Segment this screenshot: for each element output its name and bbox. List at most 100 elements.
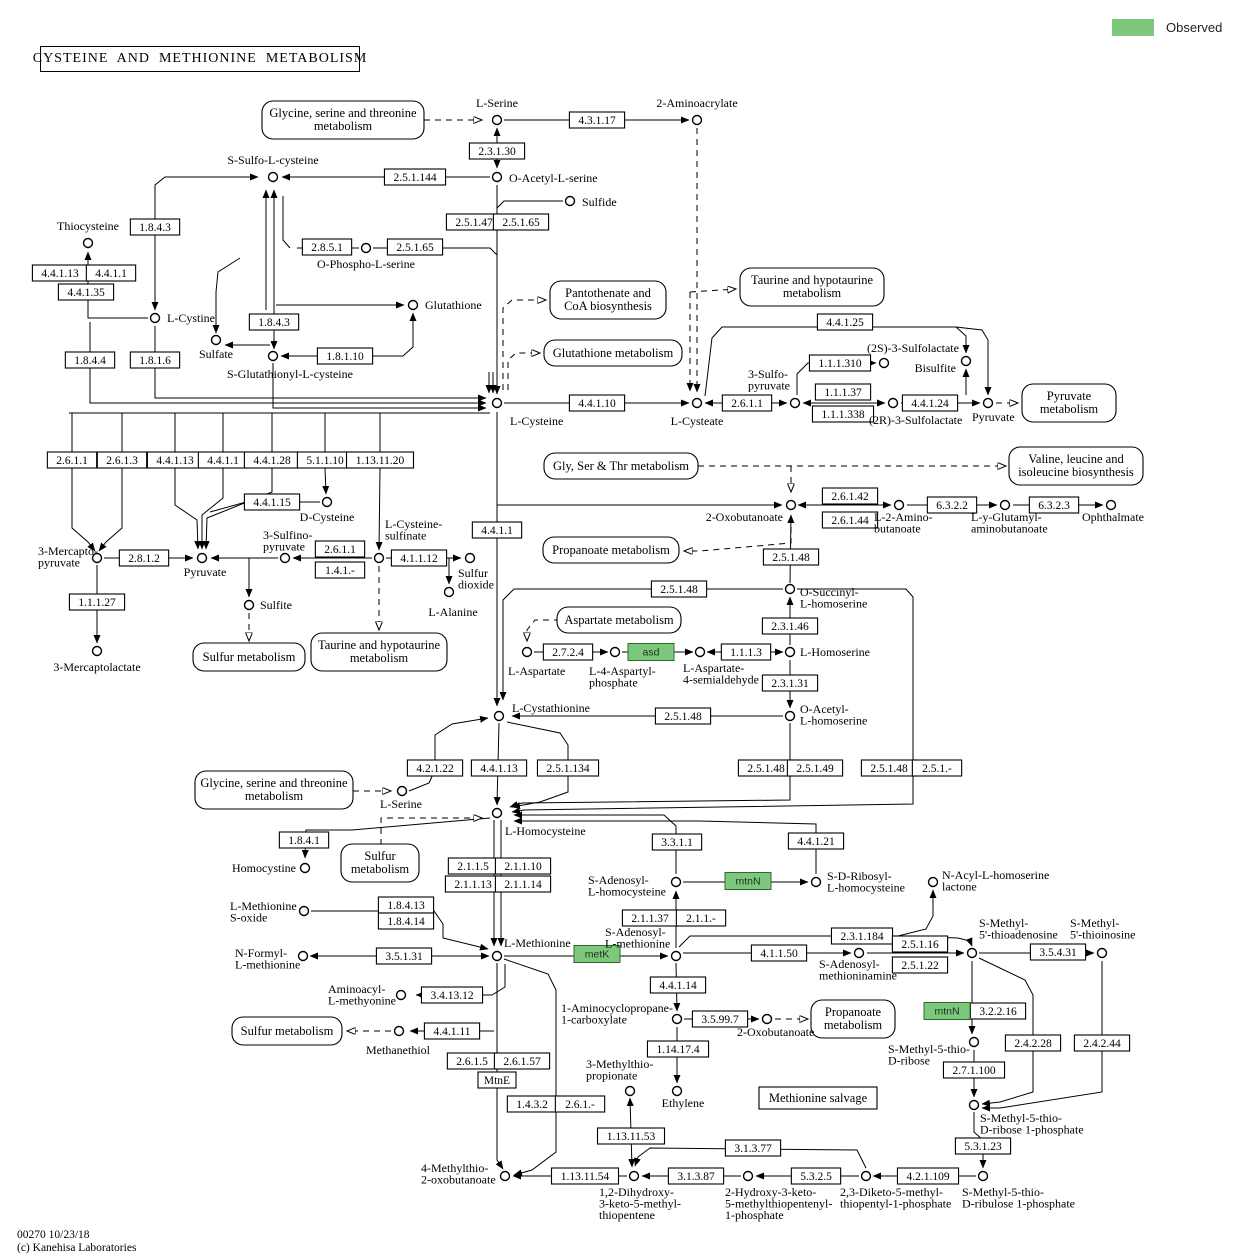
ec-box[interactable]: 1.8.4.14 bbox=[377, 912, 435, 930]
pathway-link-box[interactable]: Propanoate metabolism bbox=[542, 536, 680, 564]
ec-box[interactable]: 2.6.1.1 bbox=[314, 540, 366, 558]
compound-node[interactable] bbox=[243, 599, 255, 611]
ec-box[interactable]: 4.4.1.35 bbox=[57, 283, 115, 301]
compound-node[interactable] bbox=[624, 1085, 636, 1097]
ec-box[interactable]: 4.4.1.13 bbox=[146, 451, 204, 469]
compound-node[interactable] bbox=[968, 1036, 980, 1048]
ec-box[interactable]: 2.1.1.37 bbox=[621, 909, 679, 927]
compound-node[interactable] bbox=[893, 499, 905, 511]
ec-box[interactable]: 2.3.1.46 bbox=[761, 617, 819, 635]
compound-node[interactable] bbox=[321, 496, 333, 508]
compound-node[interactable] bbox=[395, 989, 407, 1001]
compound-node[interactable] bbox=[977, 1170, 989, 1182]
compound-node[interactable] bbox=[443, 586, 455, 598]
ec-box[interactable]: 4.2.1.22 bbox=[406, 759, 464, 777]
compound-node[interactable] bbox=[671, 1085, 683, 1097]
compound-node[interactable] bbox=[670, 950, 682, 962]
compound-node[interactable] bbox=[297, 950, 309, 962]
compound-node[interactable] bbox=[210, 334, 222, 346]
compound-node[interactable] bbox=[267, 171, 279, 183]
compound-node[interactable] bbox=[1096, 947, 1108, 959]
ec-box[interactable]: 3.1.3.87 bbox=[667, 1167, 725, 1185]
pathway-link-box[interactable]: Gly, Ser & Thr metabolism bbox=[543, 452, 699, 480]
compound-node[interactable] bbox=[860, 1170, 872, 1182]
ec-box[interactable]: 2.1.1.- bbox=[675, 909, 727, 927]
compound-node[interactable] bbox=[761, 1013, 773, 1025]
ec-box[interactable]: 2.6.1.1 bbox=[46, 451, 98, 469]
compound-node[interactable] bbox=[491, 950, 503, 962]
ec-box[interactable]: 2.5.1.- bbox=[911, 759, 963, 777]
ec-box[interactable]: 1.4.1.- bbox=[314, 561, 366, 579]
compound-node[interactable] bbox=[149, 312, 161, 324]
ec-box[interactable]: 1.8.4.3 bbox=[248, 313, 300, 331]
compound-node[interactable] bbox=[927, 876, 939, 888]
compound-node[interactable] bbox=[564, 195, 576, 207]
ec-box[interactable]: 2.5.1.22 bbox=[891, 956, 949, 974]
ec-box[interactable]: 3.5.1.31 bbox=[375, 947, 433, 965]
ec-box[interactable]: 3.1.3.77 bbox=[724, 1139, 782, 1157]
ec-box[interactable]: 2.7.2.4 bbox=[542, 643, 594, 661]
ec-box[interactable]: 1.1.1.27 bbox=[68, 593, 126, 611]
compound-node[interactable] bbox=[299, 862, 311, 874]
ec-box[interactable]: 4.4.1.1 bbox=[471, 521, 523, 539]
compound-node[interactable] bbox=[298, 905, 310, 917]
ec-box[interactable]: 2.4.2.28 bbox=[1004, 1034, 1062, 1052]
compound-node[interactable] bbox=[491, 114, 503, 126]
ec-box[interactable]: 1.13.11.20 bbox=[345, 451, 415, 469]
compound-node[interactable] bbox=[887, 397, 899, 409]
compound-node[interactable] bbox=[91, 552, 103, 564]
compound-node[interactable] bbox=[393, 1025, 405, 1037]
ec-box[interactable]: 2.5.1.47 bbox=[445, 213, 503, 231]
ec-box[interactable]: 1.1.1.310 bbox=[808, 354, 872, 372]
ec-box[interactable]: 2.3.1.31 bbox=[761, 674, 819, 692]
compound-node[interactable] bbox=[491, 807, 503, 819]
ec-box[interactable]: 2.1.1.10 bbox=[494, 857, 552, 875]
compound-node[interactable] bbox=[396, 785, 408, 797]
ec-box[interactable]: 4.4.1.25 bbox=[816, 313, 874, 331]
compound-node[interactable] bbox=[491, 397, 503, 409]
ec-box[interactable]: 2.6.1.42 bbox=[821, 487, 879, 505]
pathway-link-box[interactable]: Methionine salvage bbox=[758, 1086, 878, 1110]
ec-box[interactable]: 2.3.1.184 bbox=[830, 927, 894, 945]
ec-box[interactable]: 2.1.1.13 bbox=[444, 875, 502, 893]
ec-box[interactable]: 1.8.4.3 bbox=[129, 218, 181, 236]
ec-box[interactable]: 5.3.2.5 bbox=[790, 1167, 842, 1185]
compound-node[interactable] bbox=[742, 1170, 754, 1182]
compound-node[interactable] bbox=[464, 552, 476, 564]
ec-box[interactable]: 2.1.1.5 bbox=[447, 857, 499, 875]
ec-box[interactable]: 4.4.1.13 bbox=[31, 264, 89, 282]
ec-box[interactable]: 4.4.1.14 bbox=[649, 976, 707, 994]
ec-box[interactable]: 4.4.1.15 bbox=[243, 493, 301, 511]
compound-node[interactable] bbox=[691, 114, 703, 126]
compound-node[interactable] bbox=[1105, 499, 1117, 511]
compound-node[interactable] bbox=[960, 355, 972, 367]
ec-box[interactable]: 2.4.2.44 bbox=[1073, 1034, 1131, 1052]
ec-box[interactable]: 2.5.1.48 bbox=[654, 707, 712, 725]
compound-node[interactable] bbox=[82, 237, 94, 249]
compound-node[interactable] bbox=[407, 299, 419, 311]
ec-box[interactable]: 2.3.1.30 bbox=[468, 142, 526, 160]
compound-node[interactable] bbox=[999, 499, 1011, 511]
ec-box[interactable]: 2.1.1.14 bbox=[494, 875, 552, 893]
ec-box[interactable]: 5.3.1.23 bbox=[954, 1137, 1012, 1155]
ec-box[interactable]: 2.5.1.49 bbox=[786, 759, 844, 777]
ec-box[interactable]: 4.4.1.11 bbox=[423, 1022, 481, 1040]
ec-box[interactable]: 3.2.2.16 bbox=[969, 1002, 1027, 1020]
compound-node[interactable] bbox=[982, 397, 994, 409]
compound-node[interactable] bbox=[360, 242, 372, 254]
compound-node[interactable] bbox=[493, 710, 505, 722]
compound-node[interactable] bbox=[966, 947, 978, 959]
ec-box[interactable]: 1.8.4.13 bbox=[377, 896, 435, 914]
ec-box[interactable]: 2.5.1.134 bbox=[536, 759, 600, 777]
ec-box[interactable]: 4.4.1.10 bbox=[568, 394, 626, 412]
compound-node[interactable] bbox=[968, 1099, 980, 1111]
compound-node[interactable] bbox=[196, 552, 208, 564]
ec-box[interactable]: 4.4.1.1 bbox=[85, 264, 137, 282]
